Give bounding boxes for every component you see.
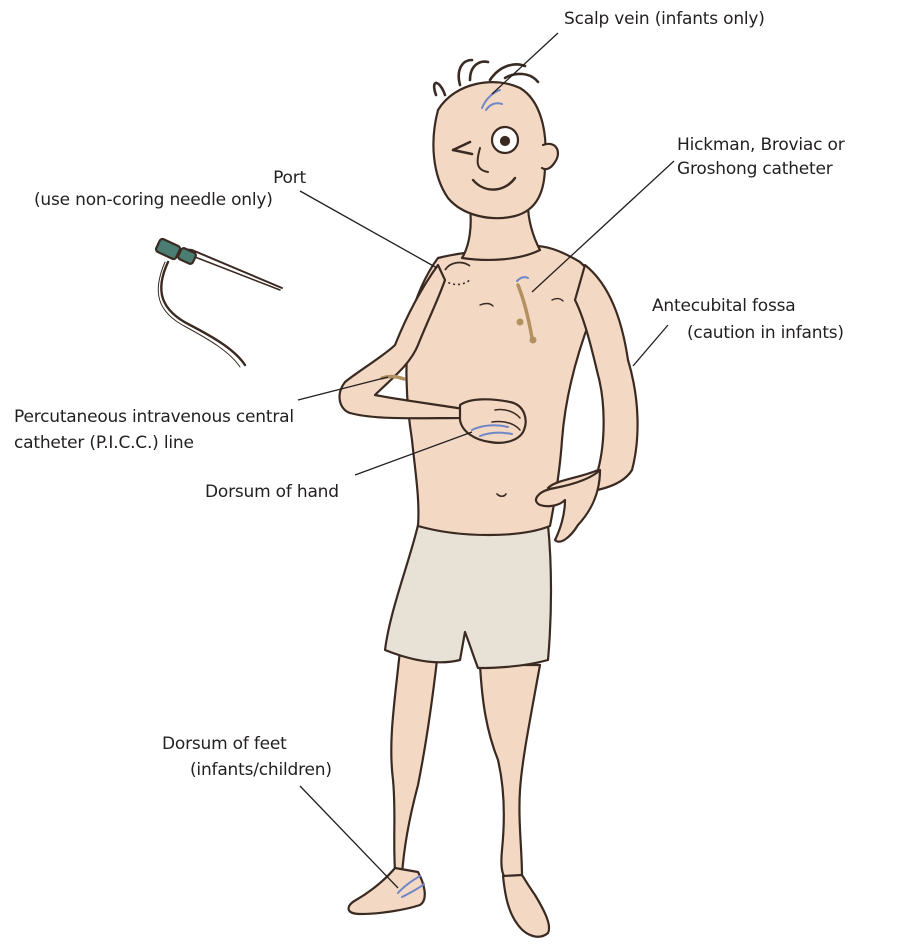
catheter-exit-site <box>517 319 524 326</box>
label-hickman-line1: Hickman, Broviac or <box>677 134 844 156</box>
non-coring-needle-icon <box>155 238 282 367</box>
leader-hickman <box>532 161 674 292</box>
label-port-line1: Port <box>200 167 306 189</box>
label-picc-line1: Percutaneous intravenous central <box>14 406 294 428</box>
leader-scalp-vein <box>492 33 558 94</box>
leader-port <box>300 191 437 268</box>
leader-antecubital <box>633 325 668 366</box>
label-hickman-line2: Groshong catheter <box>677 158 833 180</box>
leader-dorsum-feet <box>300 786 398 888</box>
label-dorsum-feet-line1: Dorsum of feet <box>162 733 287 755</box>
legs <box>349 650 550 937</box>
shorts <box>385 525 551 668</box>
label-scalp-vein: Scalp vein (infants only) <box>564 8 765 30</box>
label-antecubital-line2: (caution in infants) <box>687 322 844 344</box>
catheter-tip <box>530 337 537 344</box>
head <box>433 82 545 218</box>
label-dorsum-hand: Dorsum of hand <box>205 481 339 503</box>
label-dorsum-feet-line2: (infants/children) <box>190 759 332 781</box>
label-picc-line2: catheter (P.I.C.C.) line <box>14 432 194 454</box>
label-port-line2: (use non-coring needle only) <box>34 189 273 211</box>
label-antecubital-line1: Antecubital fossa <box>652 295 796 317</box>
